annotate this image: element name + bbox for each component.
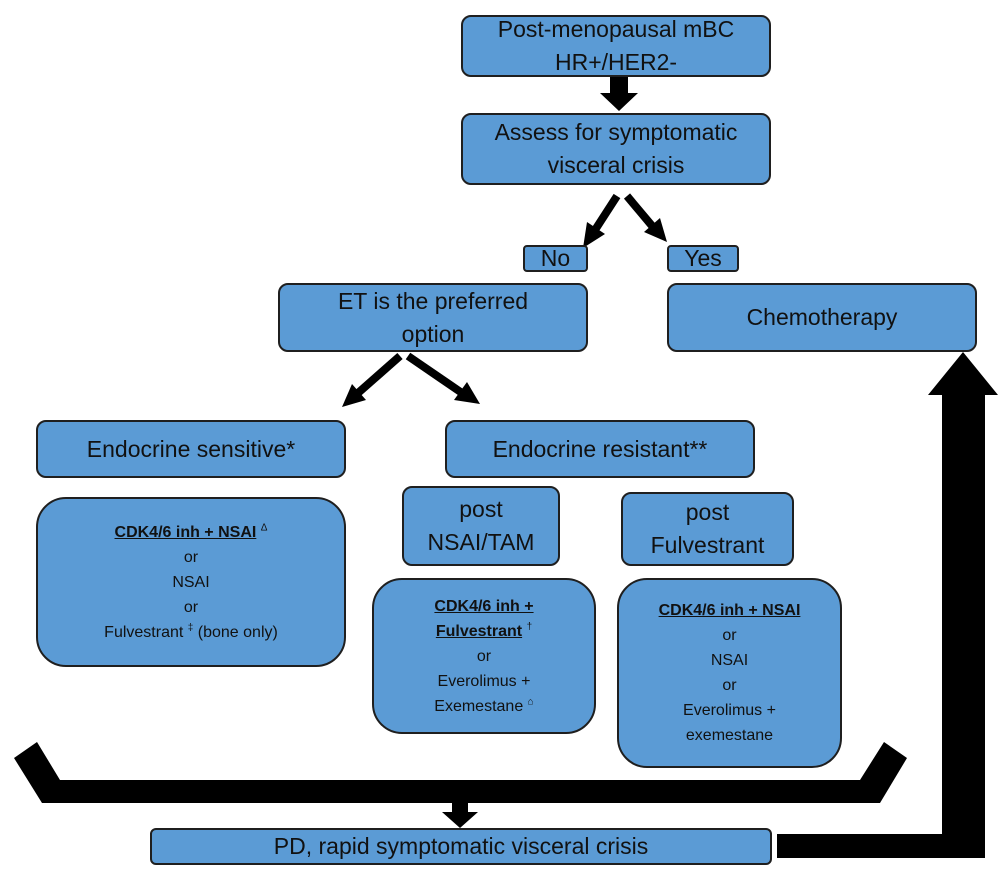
nsai-or-1: or: [476, 647, 492, 665]
fulv-option-2: NSAI: [710, 652, 749, 669]
arrow-et-to-sensitive: [342, 352, 403, 407]
node-post-fulvestrant: post Fulvestrant: [621, 492, 794, 566]
node-post-nsai-line2: NSAI/TAM: [427, 529, 535, 555]
node-post-nsai-line1: post: [459, 496, 503, 522]
node-nsai-options: CDK4/6 inh + Fulvestrant † or Everolimus…: [372, 578, 596, 734]
node-yes-label: Yes: [684, 245, 722, 271]
nsai-option-2a: Everolimus +: [437, 672, 531, 690]
sens-or-2: or: [183, 598, 199, 616]
node-pd-label: PD, rapid symptomatic visceral crisis: [273, 833, 649, 859]
sens-option-2: NSAI: [172, 573, 210, 591]
arrow-et-to-resistant: [405, 352, 480, 404]
node-post-fulv-line1: post: [685, 499, 730, 525]
node-assess-line1: Assess for symptomatic: [494, 119, 738, 145]
sens-option-1: CDK4/6 inh + NSAI Δ: [114, 522, 268, 541]
sens-or-1: or: [183, 548, 199, 566]
nsai-option-1b: Fulvestrant †: [435, 621, 533, 640]
node-fulvestrant-options: CDK4/6 inh + NSAI or NSAI or Everolimus …: [617, 578, 842, 768]
node-et-preferred: ET is the preferred option: [278, 283, 588, 352]
node-et-line2: option: [401, 320, 465, 347]
sens-option-3: Fulvestrant ‡ (bone only): [104, 622, 278, 641]
node-et-line1: ET is the preferred: [337, 287, 529, 314]
node-sensitive-options: CDK4/6 inh + NSAI Δ or NSAI or Fulvestra…: [36, 497, 346, 667]
node-resistant-label: Endocrine resistant**: [492, 435, 708, 462]
nsai-option-2b: Exemestane ⌂: [434, 696, 534, 715]
arrow-start-to-assess: [600, 74, 638, 111]
node-no: No: [523, 245, 588, 272]
node-start-line2: HR+/HER2-: [554, 49, 678, 75]
arrow-collector-to-pd: [442, 803, 478, 828]
fulv-or-2: or: [722, 677, 737, 694]
delta-mark: Δ: [260, 522, 268, 534]
node-chemotherapy: Chemotherapy: [667, 283, 977, 352]
fulv-option-3b: exemestane: [685, 727, 774, 744]
node-pd-visceral-crisis: PD, rapid symptomatic visceral crisis: [150, 828, 772, 865]
node-start-line1: Post-menopausal mBC: [497, 16, 735, 42]
double-dagger-mark: ‡: [187, 622, 194, 634]
node-no-label: No: [540, 245, 571, 271]
arrow-pd-to-chemo: [777, 352, 998, 858]
node-sensitive-label: Endocrine sensitive*: [86, 435, 296, 462]
arrow-assess-to-yes: [623, 193, 667, 242]
node-yes: Yes: [667, 245, 739, 272]
node-endocrine-resistant: Endocrine resistant**: [445, 420, 755, 478]
nsai-option-1a: CDK4/6 inh +: [434, 597, 534, 615]
node-start: Post-menopausal mBC HR+/HER2-: [461, 15, 771, 77]
fulv-option-1: CDK4/6 inh + NSAI: [658, 602, 801, 619]
fulv-or-1: or: [722, 627, 737, 644]
fulv-option-3a: Everolimus +: [683, 702, 776, 719]
node-assess: Assess for symptomatic visceral crisis: [461, 113, 771, 185]
node-endocrine-sensitive: Endocrine sensitive*: [36, 420, 346, 478]
node-post-nsai-tam: post NSAI/TAM: [402, 486, 560, 566]
node-post-fulv-line2: Fulvestrant: [650, 532, 765, 558]
node-chemo-label: Chemotherapy: [746, 304, 898, 330]
house-mark: ⌂: [527, 696, 534, 708]
arrow-assess-to-no: [583, 193, 621, 248]
dagger-mark: †: [526, 621, 533, 633]
collector-band: [14, 742, 907, 803]
node-assess-line2: visceral crisis: [547, 152, 685, 178]
